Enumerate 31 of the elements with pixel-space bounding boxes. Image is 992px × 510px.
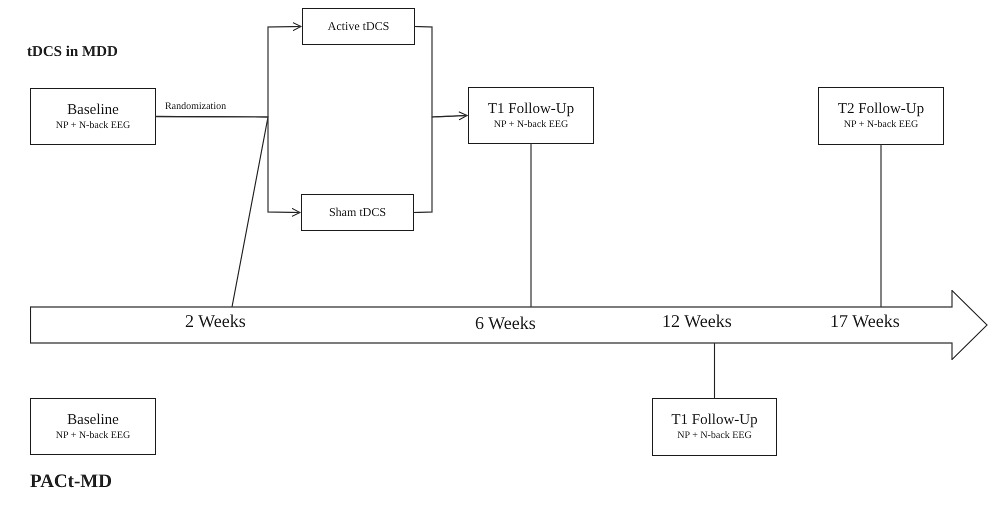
process-box — [468, 87, 594, 144]
box-title: Active tDCS — [328, 19, 390, 34]
process-box — [818, 87, 944, 145]
process-box — [652, 398, 777, 456]
week-label: 6 Weeks — [475, 314, 536, 332]
connector-line — [414, 111, 468, 214]
week-label: 17 Weeks — [830, 312, 900, 330]
connector-line — [880, 145, 882, 307]
box-subtitle: NP + N-back EEG — [677, 430, 752, 443]
edge-label: Randomization — [165, 102, 226, 112]
box-subtitle: NP + N-back EEG — [844, 119, 918, 132]
box-title: T1 Follow-Up — [671, 411, 758, 430]
box-subtitle: NP + N-back EEG — [494, 118, 568, 132]
week-label: 12 Weeks — [662, 312, 732, 330]
group-heading: tDCS in MDD — [27, 45, 118, 60]
process-box — [30, 398, 156, 455]
box-title: T1 Follow-Up — [488, 100, 574, 119]
connector-line — [714, 343, 716, 398]
connector-line — [530, 144, 532, 307]
group-heading: PACt-MD — [30, 472, 112, 491]
week-label: 2 Weeks — [185, 312, 246, 330]
process-box — [30, 88, 156, 145]
box-title: Baseline — [67, 100, 119, 120]
box-subtitle: NP + N-back EEG — [56, 120, 130, 132]
box-title: Sham tDCS — [328, 205, 386, 220]
process-box — [302, 8, 415, 45]
box-title: T2 Follow-Up — [838, 100, 924, 120]
connector-line — [156, 116, 269, 308]
box-subtitle: NP + N-back EEG — [56, 430, 130, 442]
process-box — [301, 194, 414, 231]
box-title: Baseline — [67, 410, 119, 430]
